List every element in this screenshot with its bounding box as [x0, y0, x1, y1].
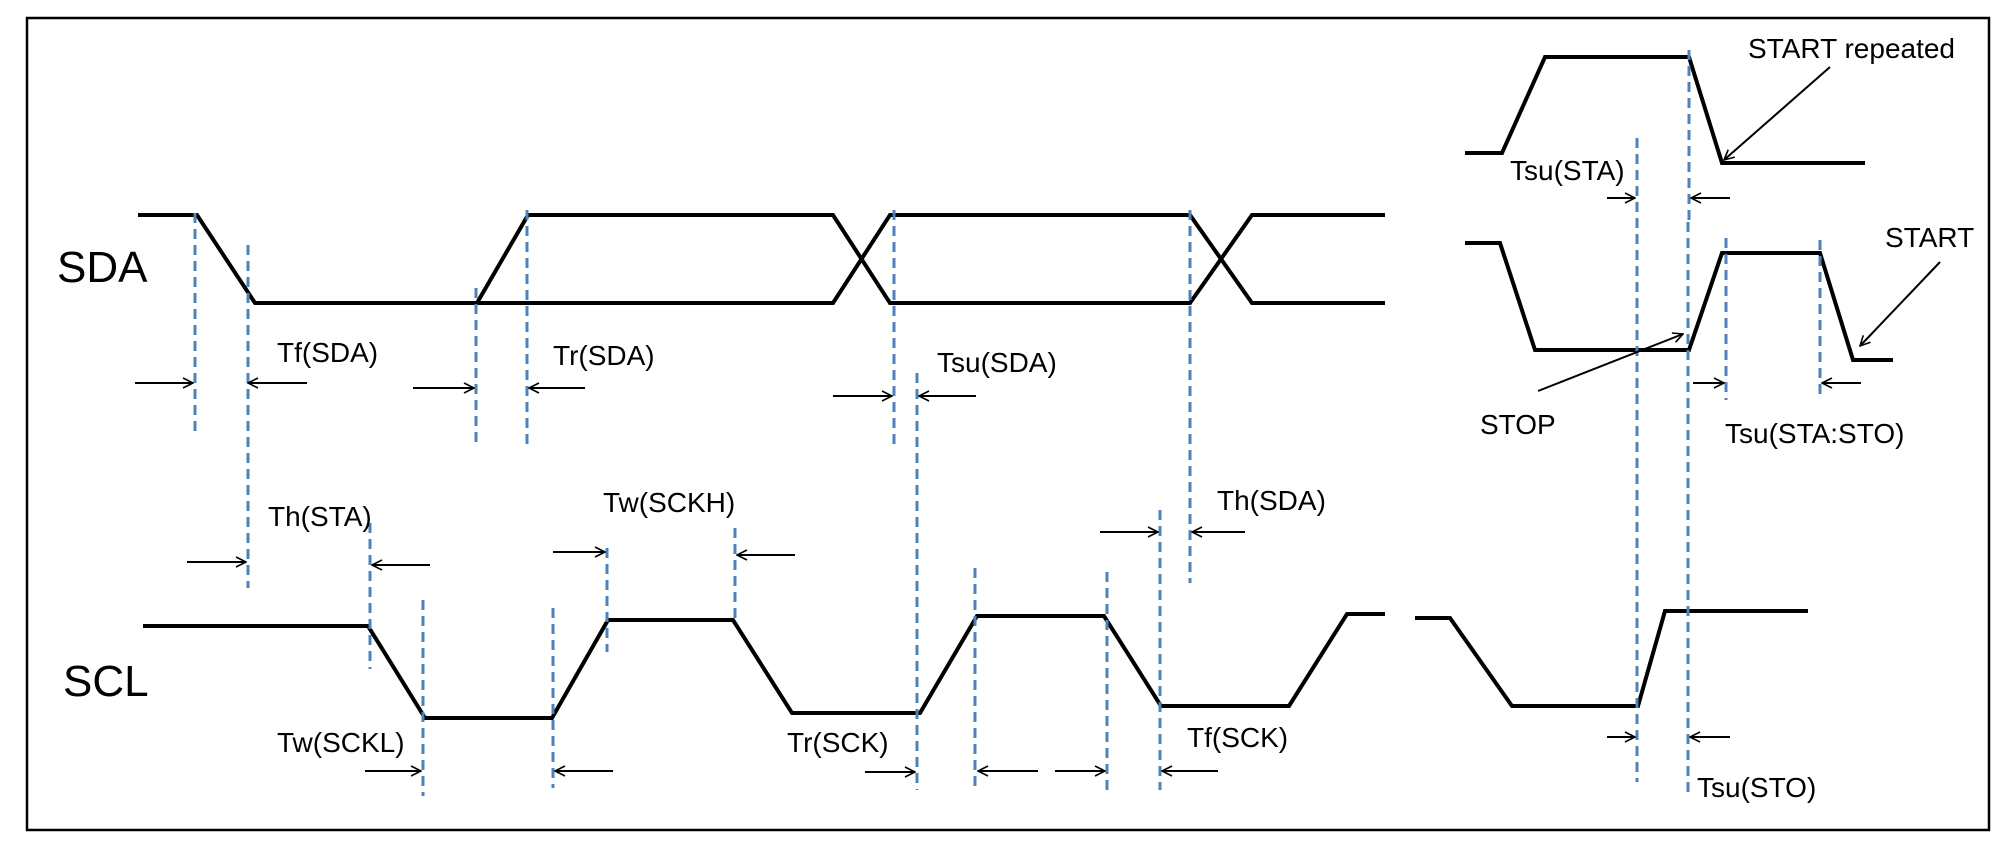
tf-sda-label: Tf(SDA) [277, 337, 378, 368]
labels: SDA SCL Tf(SDA) Tr(SDA) Tsu(SDA) Th(STA)… [57, 33, 1974, 803]
timing-markers [193, 50, 1822, 796]
tr-sda-label: Tr(SDA) [553, 340, 655, 371]
tw-sckh-label: Tw(SCKH) [603, 487, 735, 518]
scl-signal-label: SCL [63, 657, 149, 706]
sda-signal-label: SDA [57, 243, 148, 292]
tw-sckl-label: Tw(SCKL) [277, 727, 405, 758]
tr-sck-label: Tr(SCK) [787, 727, 889, 758]
start-label: START [1885, 222, 1974, 253]
tsu-sto-label: Tsu(STO) [1697, 772, 1816, 803]
scl-waveform [143, 612, 1385, 720]
th-sta-label: Th(STA) [268, 501, 372, 532]
scl-stop-waveform [1415, 609, 1808, 708]
tsu-sta-sto-label: Tsu(STA:STO) [1725, 418, 1904, 449]
callout-arrow [1724, 66, 1831, 160]
tsu-sta-label: Tsu(STA) [1510, 155, 1625, 186]
timing-arrows [135, 66, 1941, 772]
stop-label: STOP [1480, 409, 1556, 440]
callout-arrow [1860, 261, 1941, 346]
waveforms [138, 55, 1893, 720]
restart-sda-waveform [1465, 55, 1865, 165]
sda-waveform-high [475, 213, 1385, 305]
stop-start-sda-waveform [1465, 241, 1893, 362]
tsu-sda-label: Tsu(SDA) [937, 347, 1057, 378]
tf-sck-label: Tf(SCK) [1187, 722, 1288, 753]
callout-arrow [1537, 334, 1683, 392]
start-repeated-label: START repeated [1748, 33, 1955, 64]
diagram-frame [25, 16, 1991, 832]
th-sda-label: Th(SDA) [1217, 485, 1326, 516]
